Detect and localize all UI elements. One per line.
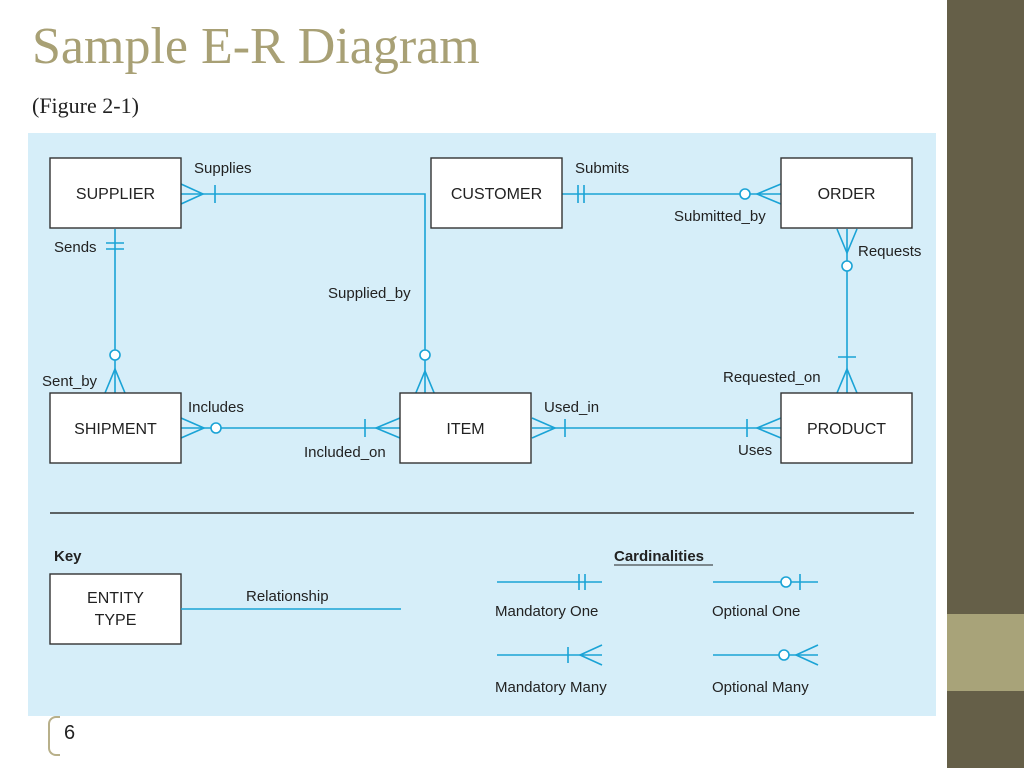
- label-supplies: Supplies: [194, 160, 252, 177]
- label-sends: Sends: [54, 239, 97, 256]
- entity-item-label: ITEM: [446, 421, 484, 438]
- label-requested-on: Requested_on: [723, 369, 821, 386]
- key-entity-type: ENTITY TYPE: [49, 573, 182, 645]
- label-submitted-by: Submitted_by: [674, 208, 766, 225]
- included-on-crowfoot: [373, 417, 401, 439]
- includes-optional-circle: [210, 422, 222, 434]
- key-entity-line-1: ENTITY: [87, 590, 144, 607]
- label-submits: Submits: [575, 160, 629, 177]
- legend-optional-many-label: Optional Many: [712, 679, 809, 696]
- key-relationship-label: Relationship: [246, 588, 329, 605]
- entity-shipment-label: SHIPMENT: [74, 421, 157, 438]
- submitted-by-optional-circle: [739, 188, 751, 200]
- entity-product: PRODUCT: [780, 392, 913, 464]
- uses-crowfoot: [754, 417, 782, 439]
- page-number-bracket: [48, 716, 60, 756]
- used-in-crowfoot: [531, 417, 558, 439]
- key-entity-line-2: TYPE: [95, 612, 137, 629]
- supplies-line: [181, 193, 426, 395]
- submitted-by-crowfoot: [754, 183, 782, 205]
- label-uses: Uses: [738, 442, 772, 459]
- entity-customer-label: CUSTOMER: [451, 186, 542, 203]
- sidebar-accent-block: [947, 614, 1024, 691]
- entity-item: ITEM: [399, 392, 532, 464]
- supplied-by-crowfoot: [414, 368, 436, 396]
- label-included-on: Included_on: [304, 444, 386, 461]
- legend-mandatory-many: Mandatory Many: [495, 644, 607, 696]
- er-diagram-panel: SUPPLIER CUSTOMER ORDER SHIPMENT ITEM PR…: [26, 131, 938, 718]
- entity-order: ORDER: [780, 157, 913, 229]
- supplies-crowfoot: [180, 183, 205, 205]
- entity-product-label: PRODUCT: [807, 421, 886, 438]
- slide-subtitle: (Figure 2-1): [32, 93, 139, 118]
- entity-customer: CUSTOMER: [430, 157, 563, 229]
- entity-order-label: ORDER: [818, 186, 876, 203]
- includes-crowfoot: [180, 417, 207, 439]
- requests-optional-circle: [841, 260, 853, 272]
- label-supplied-by: Supplied_by: [328, 285, 411, 302]
- er-diagram: SUPPLIER CUSTOMER ORDER SHIPMENT ITEM PR…: [42, 157, 921, 696]
- legend-mandatory-one: Mandatory One: [495, 574, 602, 620]
- label-includes: Includes: [188, 399, 244, 416]
- requests-crowfoot: [836, 228, 858, 256]
- supplied-by-optional-circle: [419, 349, 431, 361]
- page-number: 6: [64, 722, 76, 744]
- entity-shipment: SHIPMENT: [49, 392, 182, 464]
- entity-supplier-label: SUPPLIER: [76, 186, 155, 203]
- cardinalities-heading: Cardinalities: [614, 548, 704, 565]
- legend-optional-one-label: Optional One: [712, 603, 800, 620]
- sent-by-crowfoot: [104, 366, 126, 394]
- key-heading: Key: [54, 548, 82, 565]
- sent-by-optional-circle: [109, 349, 121, 361]
- label-requests: Requests: [858, 243, 921, 260]
- label-sent-by: Sent_by: [42, 373, 98, 390]
- entity-supplier: SUPPLIER: [49, 157, 182, 229]
- legend-mandatory-many-label: Mandatory Many: [495, 679, 607, 696]
- slide-title: Sample E-R Diagram: [32, 18, 480, 75]
- requested-on-crowfoot: [836, 366, 858, 394]
- legend-optional-one: Optional One: [712, 574, 818, 620]
- label-used-in: Used_in: [544, 399, 599, 416]
- legend-mandatory-one-label: Mandatory One: [495, 603, 598, 620]
- legend-optional-many: Optional Many: [712, 644, 819, 696]
